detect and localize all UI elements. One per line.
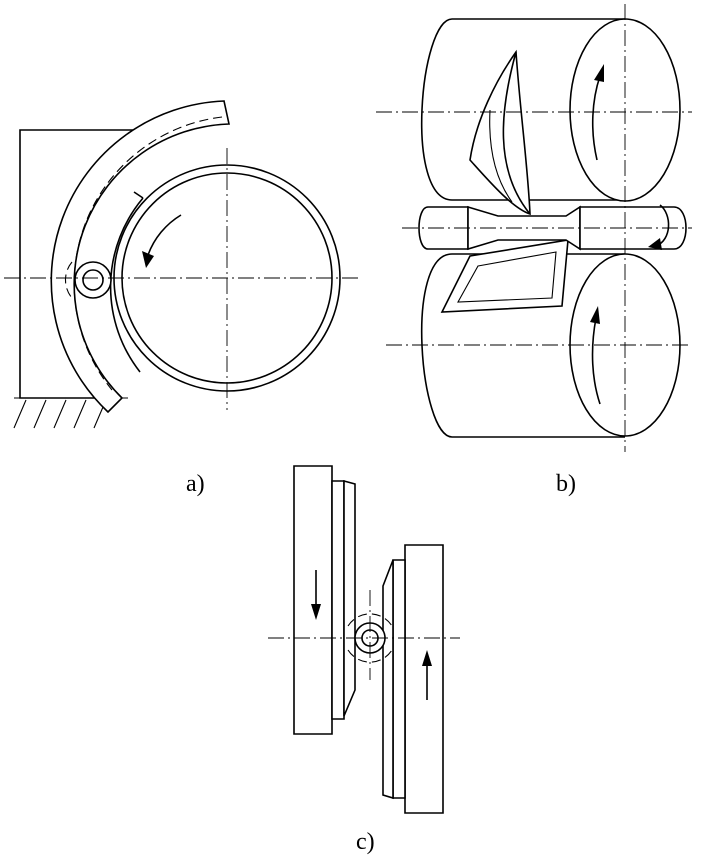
upper-wedge xyxy=(470,52,530,214)
caption-b: b) xyxy=(556,471,576,497)
left-die-motion-arrowhead xyxy=(311,604,321,620)
workpiece-arrowhead xyxy=(648,238,662,250)
upper-roll-arrowhead xyxy=(594,64,604,82)
segment-die xyxy=(51,101,229,412)
panel-c-flat-die-rolling xyxy=(268,466,460,813)
panel-a-segment-die-rolling xyxy=(4,101,358,428)
lower-roll-arrowhead xyxy=(590,306,600,324)
right-die xyxy=(405,545,443,813)
roller-rotation-arc xyxy=(148,215,181,255)
workpiece xyxy=(75,262,111,298)
workpiece-rotation-mark-top xyxy=(348,614,392,626)
workpiece-rotation-mark xyxy=(65,262,72,298)
workpiece-core xyxy=(83,270,103,290)
roller-rotation-arrowhead xyxy=(142,251,154,268)
upper-roll-rotation-arc xyxy=(593,76,600,160)
caption-c: c) xyxy=(356,829,375,855)
workpiece-rotation-mark-bottom xyxy=(348,650,392,662)
right-die-motion-arrowhead xyxy=(422,650,432,666)
left-die-working-face xyxy=(344,481,355,716)
right-die-working-face xyxy=(383,560,393,798)
left-die-insert xyxy=(332,481,344,719)
lower-wedge xyxy=(442,240,568,312)
upper-wedge-inner-edge xyxy=(490,110,512,202)
lower-wedge-inner xyxy=(458,252,556,302)
panel-b-cross-wedge-rolling xyxy=(376,4,692,452)
right-die-insert xyxy=(393,560,405,798)
upper-wedge-edge xyxy=(503,52,530,214)
left-die xyxy=(294,466,332,734)
caption-a: a) xyxy=(186,471,205,497)
die-working-layer-step xyxy=(134,192,143,198)
lower-roll-rotation-arc xyxy=(593,318,600,404)
